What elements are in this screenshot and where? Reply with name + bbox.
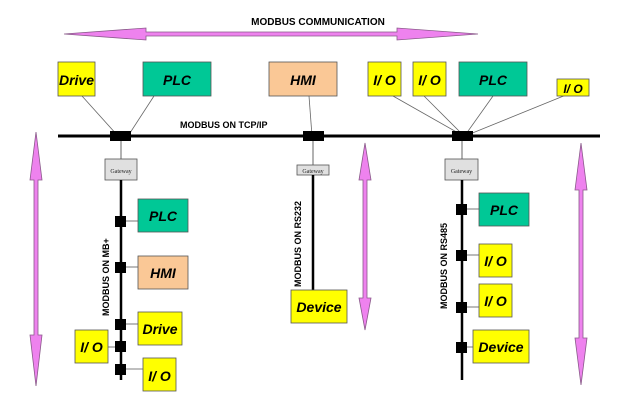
branch-label: MODBUS ON MB+ — [101, 238, 111, 316]
vertical-arrow-right — [574, 142, 588, 386]
svg-text:Gateway: Gateway — [302, 169, 323, 175]
svg-text:HMI: HMI — [290, 72, 317, 88]
top-device: Drive — [57, 61, 96, 97]
branch-device: I/ O — [478, 243, 513, 278]
branch-device: Device — [290, 289, 348, 324]
svg-text:PLC: PLC — [479, 72, 508, 88]
top-connection-lines — [81, 94, 567, 137]
bus-taps — [115, 216, 126, 375]
top-device: HMI — [268, 61, 338, 97]
branch-links — [467, 208, 479, 348]
top-device: I/ O — [367, 61, 402, 97]
svg-text:HMI: HMI — [150, 265, 177, 281]
branch-device: Drive — [137, 311, 183, 346]
svg-text:PLC: PLC — [149, 208, 178, 224]
svg-text:PLC: PLC — [163, 72, 192, 88]
svg-text:I/ O: I/ O — [80, 339, 103, 355]
svg-text:Drive: Drive — [59, 72, 94, 88]
svg-text:PLC: PLC — [490, 202, 519, 218]
svg-text:I/ O: I/ O — [484, 253, 507, 269]
svg-text:I/ O: I/ O — [484, 293, 507, 309]
branch-label: MODBUS ON RS232 — [293, 201, 303, 287]
gateway-box: Gateway — [104, 158, 138, 181]
svg-text:Drive: Drive — [142, 321, 177, 337]
branch-links — [108, 220, 143, 370]
branch-device: I/ O — [74, 329, 109, 364]
backbone-tap-1 — [110, 131, 131, 141]
svg-text:Device: Device — [296, 299, 341, 315]
svg-text:I/ O: I/ O — [563, 82, 583, 96]
gateway-box: Gateway — [444, 158, 479, 181]
communication-arrow — [63, 27, 479, 41]
svg-text:I/ O: I/ O — [148, 368, 171, 384]
backbone-label: MODBUS ON TCP/IP — [180, 120, 268, 130]
top-device: PLC — [458, 61, 528, 97]
top-device: I/ O — [412, 61, 447, 97]
branch-device: I/ O — [142, 357, 177, 392]
svg-text:I/ O: I/ O — [373, 72, 396, 88]
branch-device: I/ O — [478, 283, 513, 318]
diagram-title: MODBUS COMMUNICATION — [251, 17, 385, 28]
svg-text:Device: Device — [478, 339, 523, 355]
branch-device: HMI — [137, 255, 189, 290]
top-device: PLC — [142, 61, 212, 97]
vertical-arrow-left — [29, 131, 43, 387]
bus-taps — [456, 204, 467, 353]
backbone-tap-3 — [452, 131, 473, 141]
gateway-box: Gateway — [296, 164, 330, 176]
vertical-arrow-middle — [358, 142, 372, 331]
backbone-tap-2 — [303, 131, 324, 141]
svg-text:Gateway: Gateway — [451, 169, 472, 175]
branch-label: MODBUS ON RS485 — [439, 223, 449, 309]
svg-text:I/ O: I/ O — [418, 72, 441, 88]
branch-device: Device — [472, 329, 530, 364]
branch-device: PLC — [137, 198, 189, 233]
svg-text:Gateway: Gateway — [110, 169, 131, 175]
top-device: I/ O — [556, 78, 590, 97]
branch-device: PLC — [478, 192, 530, 227]
